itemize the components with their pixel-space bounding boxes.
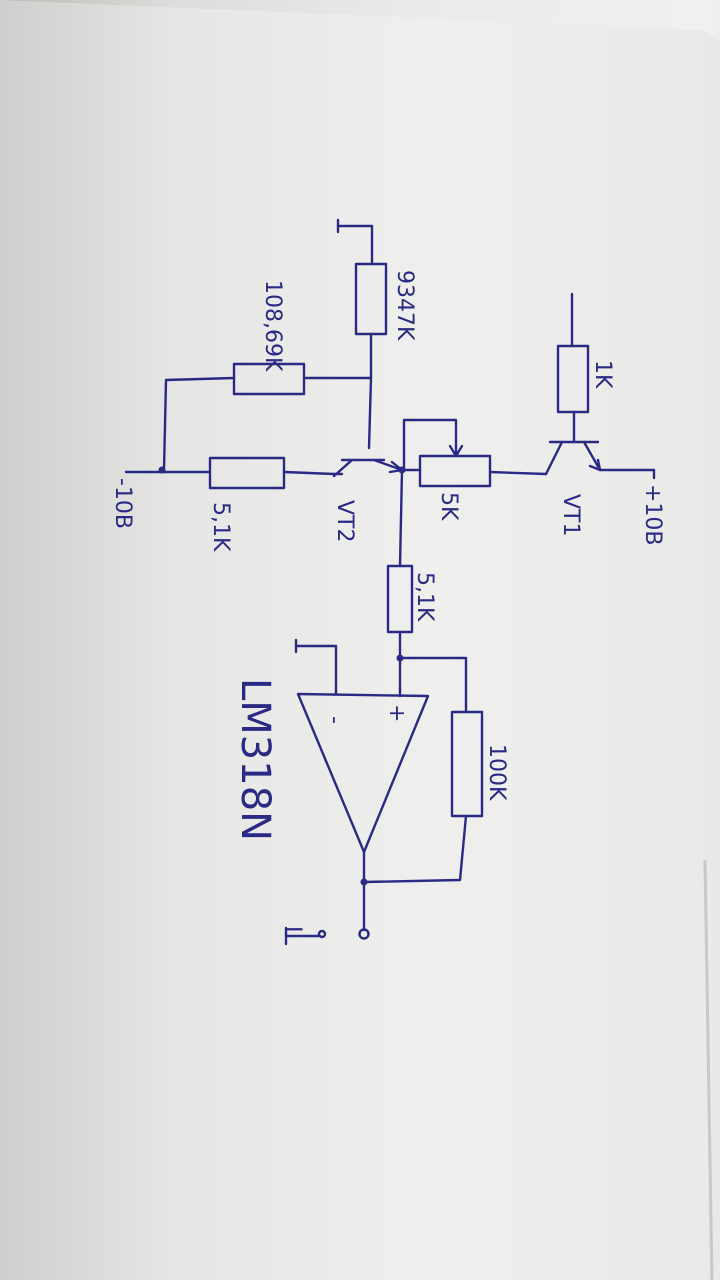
label-output-marker: I [280, 926, 305, 933]
ground-terminal [317, 929, 327, 939]
label-pos-supply: +10B [640, 484, 665, 546]
wire-pot-to-vt1 [488, 470, 548, 476]
label-1k: 1K [590, 360, 615, 389]
node-opamp-output [360, 878, 368, 886]
label-5-1k-vt2: 5,1K [208, 502, 233, 552]
label-vt1: VT1 [558, 494, 583, 537]
pot-wiper [402, 418, 464, 472]
label-5k-pot: 5K [436, 492, 461, 521]
output-terminal [358, 928, 370, 940]
ground-symbol-output [284, 926, 322, 946]
label-lm318n: LM318N [232, 678, 278, 841]
wire-pos-supply [598, 468, 656, 480]
wire-opamp-minus-ground [294, 638, 338, 696]
label-100k: 100K [484, 744, 509, 801]
paper-edge [703, 859, 714, 1280]
wire-neg-supply [124, 470, 336, 476]
label-opamp-minus: - [322, 716, 347, 724]
wire-100k-bottom [362, 814, 468, 884]
opamp-lm318n [296, 692, 430, 854]
label-vt2: VT2 [332, 500, 357, 543]
label-9347k: 9347K [392, 270, 417, 341]
label-108-69k: 108,69K [260, 280, 285, 372]
label-opamp-plus: + [384, 704, 409, 722]
wire-top-supply [336, 218, 374, 266]
label-neg-supply: -10B [110, 478, 135, 529]
wire-feedback-loop [162, 376, 373, 472]
resistor-108-69k [232, 362, 306, 396]
wire-emitter-down [398, 468, 404, 568]
wire-100k-top [398, 656, 468, 714]
resistor-5-1k-vt2 [208, 456, 286, 490]
label-5-1k-input: 5,1K [412, 572, 437, 622]
